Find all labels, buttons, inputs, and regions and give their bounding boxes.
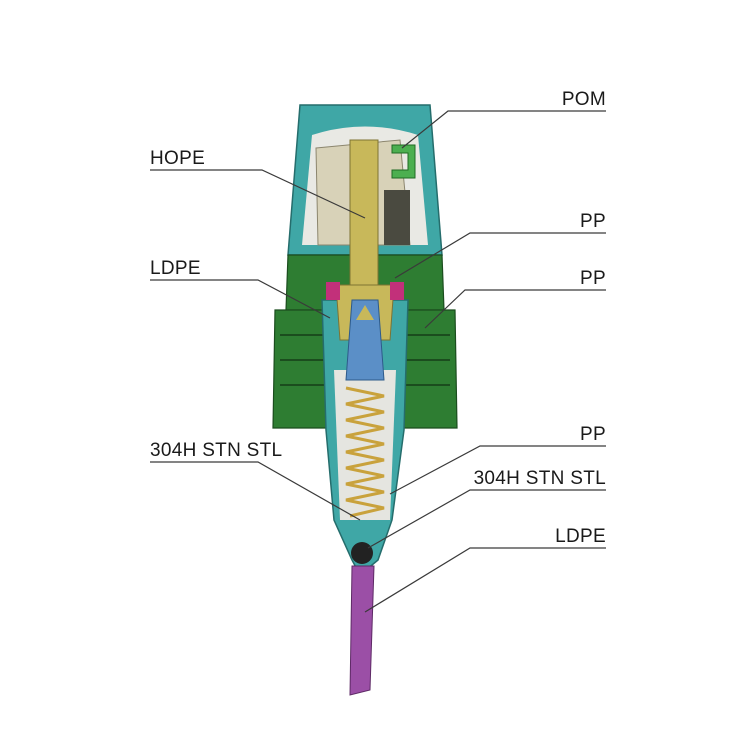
- leader-pp-2: [424, 289, 606, 329]
- label-pp-1: PP: [580, 211, 606, 232]
- label-ldpe-1: LDPE: [150, 258, 201, 279]
- gasket-left: [326, 282, 340, 300]
- dip-tube: [349, 565, 375, 696]
- label-hope: HOPE: [150, 148, 205, 169]
- check-ball: [351, 542, 373, 564]
- leader-ldpe-1: [150, 279, 331, 319]
- pom-part: [391, 144, 416, 179]
- label-spring: 304H STN STL: [150, 440, 282, 461]
- label-ball: 304H STN STL: [474, 468, 606, 489]
- label-pp-2: PP: [580, 268, 606, 289]
- label-ldpe-2: LDPE: [555, 526, 606, 547]
- piston-part: [345, 299, 385, 381]
- leader-pp-3: [389, 445, 606, 495]
- insert-slot: [384, 190, 410, 245]
- leader-hope: [150, 169, 366, 219]
- stem-part: [349, 139, 379, 291]
- leader-ldpe-2: [364, 547, 606, 613]
- piston-tip: [356, 305, 374, 320]
- leader-spring: [150, 461, 361, 521]
- gasket-right: [390, 282, 404, 300]
- label-pom: POM: [562, 89, 606, 110]
- spring-part: [345, 386, 385, 518]
- leader-ball: [367, 489, 606, 549]
- cap-ribs: [280, 334, 450, 386]
- label-pp-3: PP: [580, 424, 606, 445]
- leader-pp-1: [394, 232, 606, 279]
- leader-lines: [150, 110, 606, 613]
- leader-pom: [401, 110, 606, 149]
